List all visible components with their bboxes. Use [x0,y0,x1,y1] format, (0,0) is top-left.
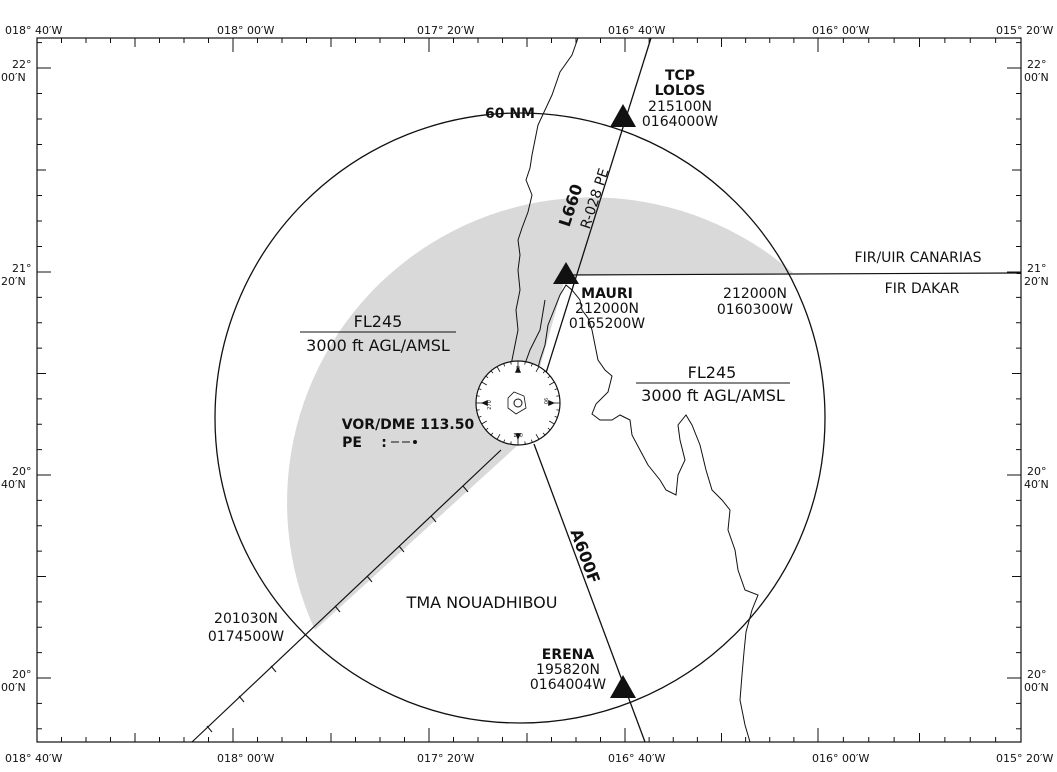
waypoint-mauri-triangle[interactable] [553,262,579,284]
lat-label-right-2-min: 20′N [1024,275,1049,288]
lat-label-left-1-deg: 22° [12,58,32,71]
erena-lon: 0164004W [530,677,606,693]
lat-label-left-3-min: 40′N [1,478,26,491]
lat-label-right-1-min: 00′N [1024,71,1049,84]
vor-compass-rose: N 90 180 270 [475,360,561,446]
airspace-west-fl: FL245 [354,312,403,331]
lat-label-right-4-min: 00′N [1024,681,1049,694]
lat-label-left-2-deg: 21° [12,262,32,275]
frame-ticks [36,38,1022,742]
lat-label-left-4-deg: 20° [12,668,32,681]
lat-label-left-2-min: 20′N [1,275,26,288]
lon-label-bottom-1: 018° 40′W [5,752,62,765]
lolos-lon: 0164000W [642,114,718,130]
tma-sw-boundary [191,449,502,743]
sw-point-lat: 201030N [214,611,278,627]
airspace-east-fl: FL245 [688,363,737,382]
lon-label-top-6: 015° 20′W [996,24,1053,37]
range-label: 60 NM [485,106,535,122]
lat-label-right-3-min: 40′N [1024,478,1049,491]
vor-morse-dots: : [381,435,387,451]
chart-frame [36,37,1022,743]
lolos-line1: TCP [665,68,695,84]
rose-label-180: 180 [513,433,523,439]
lat-label-left-4-min: 00′N [1,681,26,694]
vor-morse-code [391,440,417,444]
airspace-east-alt: 3000 ft AGL/AMSL [641,386,785,405]
fir-north-label: FIR/UIR CANARIAS [855,250,982,266]
mauri-name: MAURI [581,286,633,302]
fir-point-lat: 212000N [723,286,787,302]
lat-label-right-2-deg: 21° [1027,262,1047,275]
lolos-line2: LOLOS [655,83,706,99]
coastline [509,37,759,743]
lon-label-bottom-4: 016° 40′W [608,752,665,765]
rose-label-270: 270 [487,400,493,410]
lolos-lat: 215100N [648,99,712,115]
lon-label-bottom-3: 017° 20′W [417,752,474,765]
mauri-lat: 212000N [575,301,639,317]
lon-label-bottom-6: 015° 20′W [996,752,1053,765]
lat-label-right-4-deg: 20° [1027,668,1047,681]
rose-label-n: N [516,366,520,372]
tma-label: TMA NOUADHIBOU [406,593,558,612]
erena-name: ERENA [542,647,595,663]
lat-label-right-1-deg: 22° [1027,58,1047,71]
lat-label-right-3-deg: 20° [1027,465,1047,478]
lon-label-top-2: 018° 00′W [217,24,274,37]
lat-label-left-3-deg: 20° [12,465,32,478]
vor-ident: PE [342,435,362,451]
lat-label-left-1-min: 00′N [1,71,26,84]
sw-point-lon: 0174500W [208,629,284,645]
waypoint-lolos-triangle[interactable] [610,104,636,127]
airway-a600f-name: A600F [567,526,604,586]
rose-label-90: 90 [542,398,548,404]
lon-label-bottom-5: 016° 00′W [812,752,869,765]
mauri-lon: 0165200W [569,316,645,332]
lon-label-bottom-2: 018° 00′W [217,752,274,765]
boundary-ticks [206,485,469,733]
airway-l660 [534,37,652,409]
fir-boundary [565,272,1022,276]
tma-boundary-circle [214,112,826,724]
airspace-west-alt: 3000 ft AGL/AMSL [306,336,450,355]
lon-label-top-3: 017° 20′W [417,24,474,37]
erena-lat: 195820N [536,662,600,678]
fir-point-lon: 0160300W [717,302,793,318]
vor-name: VOR/DME 113.50 [342,417,475,433]
lon-label-top-5: 016° 00′W [812,24,869,37]
shaded-airspace-sector [287,197,793,630]
lon-label-top-4: 016° 40′W [608,24,665,37]
lon-label-top-1: 018° 40′W [5,24,62,37]
fir-south-label: FIR DAKAR [885,281,960,297]
waypoint-erena-triangle[interactable] [610,675,636,698]
